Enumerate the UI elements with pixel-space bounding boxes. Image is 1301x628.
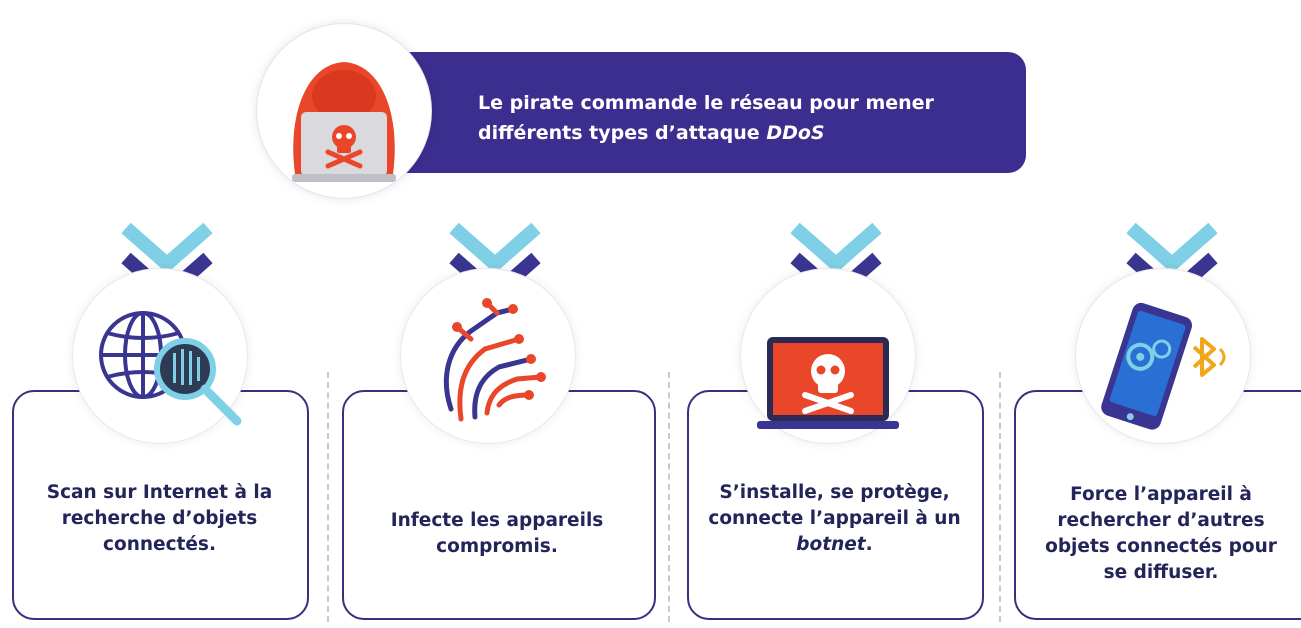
hacker-icon <box>292 62 396 182</box>
globe-magnifier-icon <box>99 311 242 426</box>
ddos-term: DDoS <box>766 122 825 144</box>
banner-line-1: Le pirate commande le réseau pour mener <box>478 92 934 114</box>
step-text-1: Scan sur Internet à la recherche d’objet… <box>46 482 273 555</box>
step-icon-circle-4 <box>1075 268 1251 444</box>
circuit-horse-icon <box>443 298 546 422</box>
step-text-2: Infecte les appareils compromis. <box>390 510 604 557</box>
botnet-term: botnet <box>796 534 866 555</box>
step-text-4: Force l’appareil à rechercher d’autres o… <box>1045 484 1277 583</box>
banner-text: Le pirate commande le réseau pour mener … <box>478 88 998 148</box>
step-icon-circle-3 <box>740 268 916 444</box>
hacker-icon-circle <box>256 23 432 199</box>
banner-line-2: différents types d’attaque DDoS <box>478 122 825 144</box>
separator-1 <box>327 372 329 622</box>
step-icon-circle-2 <box>400 268 576 444</box>
separator-2 <box>668 372 670 622</box>
phone-bluetooth-icon <box>1101 302 1226 430</box>
separator-3 <box>999 372 1001 622</box>
laptop-skull-icon <box>757 337 899 429</box>
step-text-3: S’installe, se protège, connecte l’appar… <box>708 482 961 555</box>
step-icon-circle-1 <box>72 268 248 444</box>
